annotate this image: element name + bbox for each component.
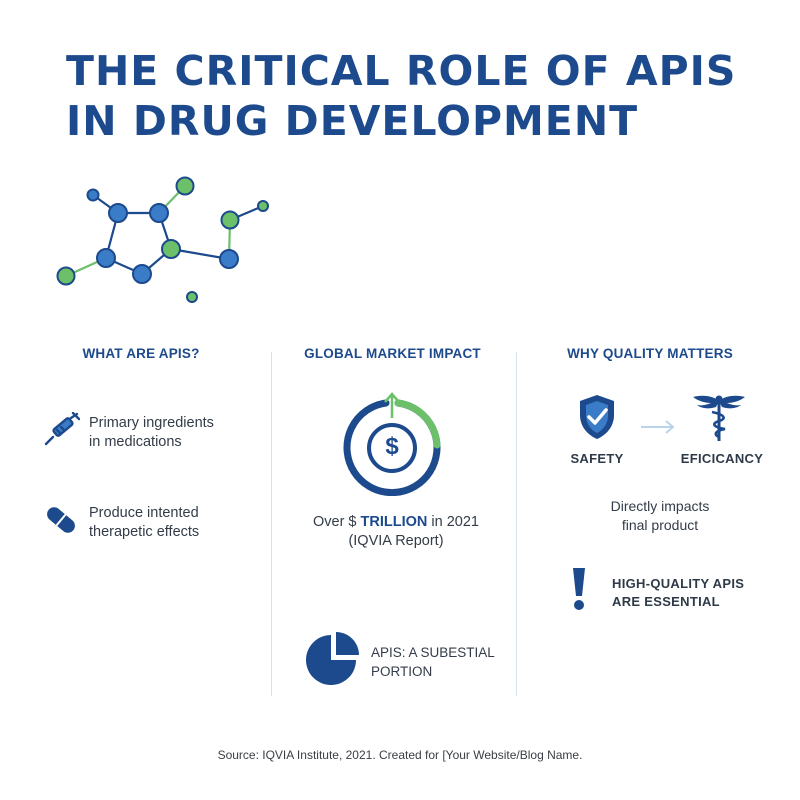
- primary-ingredients-text: Primary ingredients in medications: [89, 415, 214, 450]
- dollar-growth-icon: $: [342, 392, 442, 497]
- api-portion-text: APIS: A SUBESTIAL PORTION: [371, 645, 495, 679]
- safety-label: SAFETY: [570, 451, 624, 466]
- pill-icon: [47, 507, 75, 533]
- therapeutic-effects-text: Produce intented therapetic effects: [89, 505, 200, 540]
- global-market-impact-heading: GLOBAL MARKET IMPACT: [304, 346, 481, 361]
- column-divider-right: [516, 352, 517, 696]
- source-footer: Source: IQVIA Institute, 2021. Created f…: [217, 748, 583, 762]
- caduceus-icon: [693, 395, 745, 441]
- arrow-right-icon: [641, 420, 675, 434]
- molecule-icon: [56, 176, 269, 303]
- what-are-apis-heading: WHAT ARE APIS?: [82, 346, 200, 361]
- why-quality-matters-heading: WHY QUALITY MATTERS: [567, 346, 733, 361]
- dollar-symbol: $: [385, 433, 399, 460]
- exclamation-icon: [573, 568, 585, 610]
- syringe-icon: [44, 412, 80, 446]
- pie-chart-icon: [306, 632, 359, 685]
- market-stat-text: Over $ TRILLION in 2021 (IQVIA Report): [312, 514, 479, 549]
- efficacy-label: EFICICANCY: [680, 451, 764, 466]
- shield-check-icon: [580, 395, 614, 439]
- column-divider-left: [271, 352, 272, 696]
- page-title: THE CRITICAL ROLE OF APIS IN DRUG DEVELO…: [66, 47, 737, 145]
- impact-text: Directly impacts final product: [610, 498, 710, 533]
- high-quality-alert: HIGH-QUALITY APIS ARE ESSENTIAL: [612, 576, 745, 609]
